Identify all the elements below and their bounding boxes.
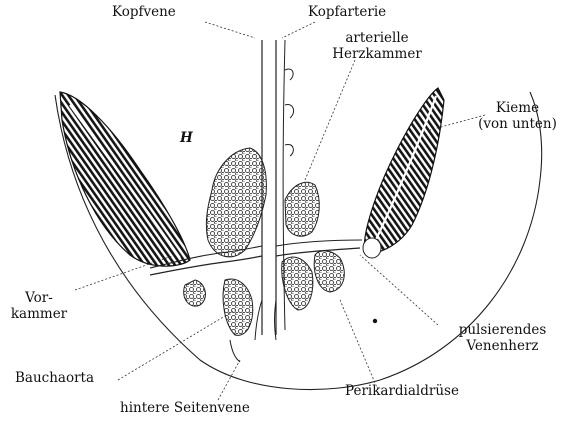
label-bauchaorta: Bauchaorta — [15, 370, 94, 386]
label-arterielle-line1: arterielle — [322, 30, 432, 46]
label-pulsierendes-line1: pulsierendes — [440, 322, 565, 338]
label-kieme-line2: (von unten) — [470, 116, 565, 132]
label-kieme-line1: Kieme — [470, 100, 565, 116]
left-pericardial-gland — [206, 148, 266, 257]
label-kieme: Kieme (von unten) — [470, 100, 565, 132]
posterior-lateral-vein — [230, 340, 240, 362]
label-kopfvene: Kopfvene — [112, 4, 176, 20]
right-gill — [364, 88, 444, 253]
label-vorkammer-line2: kammer — [4, 306, 74, 322]
label-arterielle-herzkammer: arterielle Herzkammer — [322, 30, 432, 62]
label-pulsierendes-line2: Venenherz — [440, 338, 565, 354]
label-arterielle-line2: Herzkammer — [322, 46, 432, 62]
label-h: H — [180, 130, 193, 146]
label-kopfarterie: Kopfarterie — [308, 4, 386, 20]
label-perikardialdruese: Perikardialdrüse — [345, 383, 459, 399]
right-pericardial-gland — [285, 182, 319, 236]
label-pulsierendes-venenherz: pulsierendes Venenherz — [440, 322, 565, 354]
label-vorkammer: Vor- kammer — [4, 290, 74, 322]
label-vorkammer-line1: Vor- — [4, 290, 74, 306]
label-hintere-seitenvene: hintere Seitenvene — [120, 400, 250, 416]
